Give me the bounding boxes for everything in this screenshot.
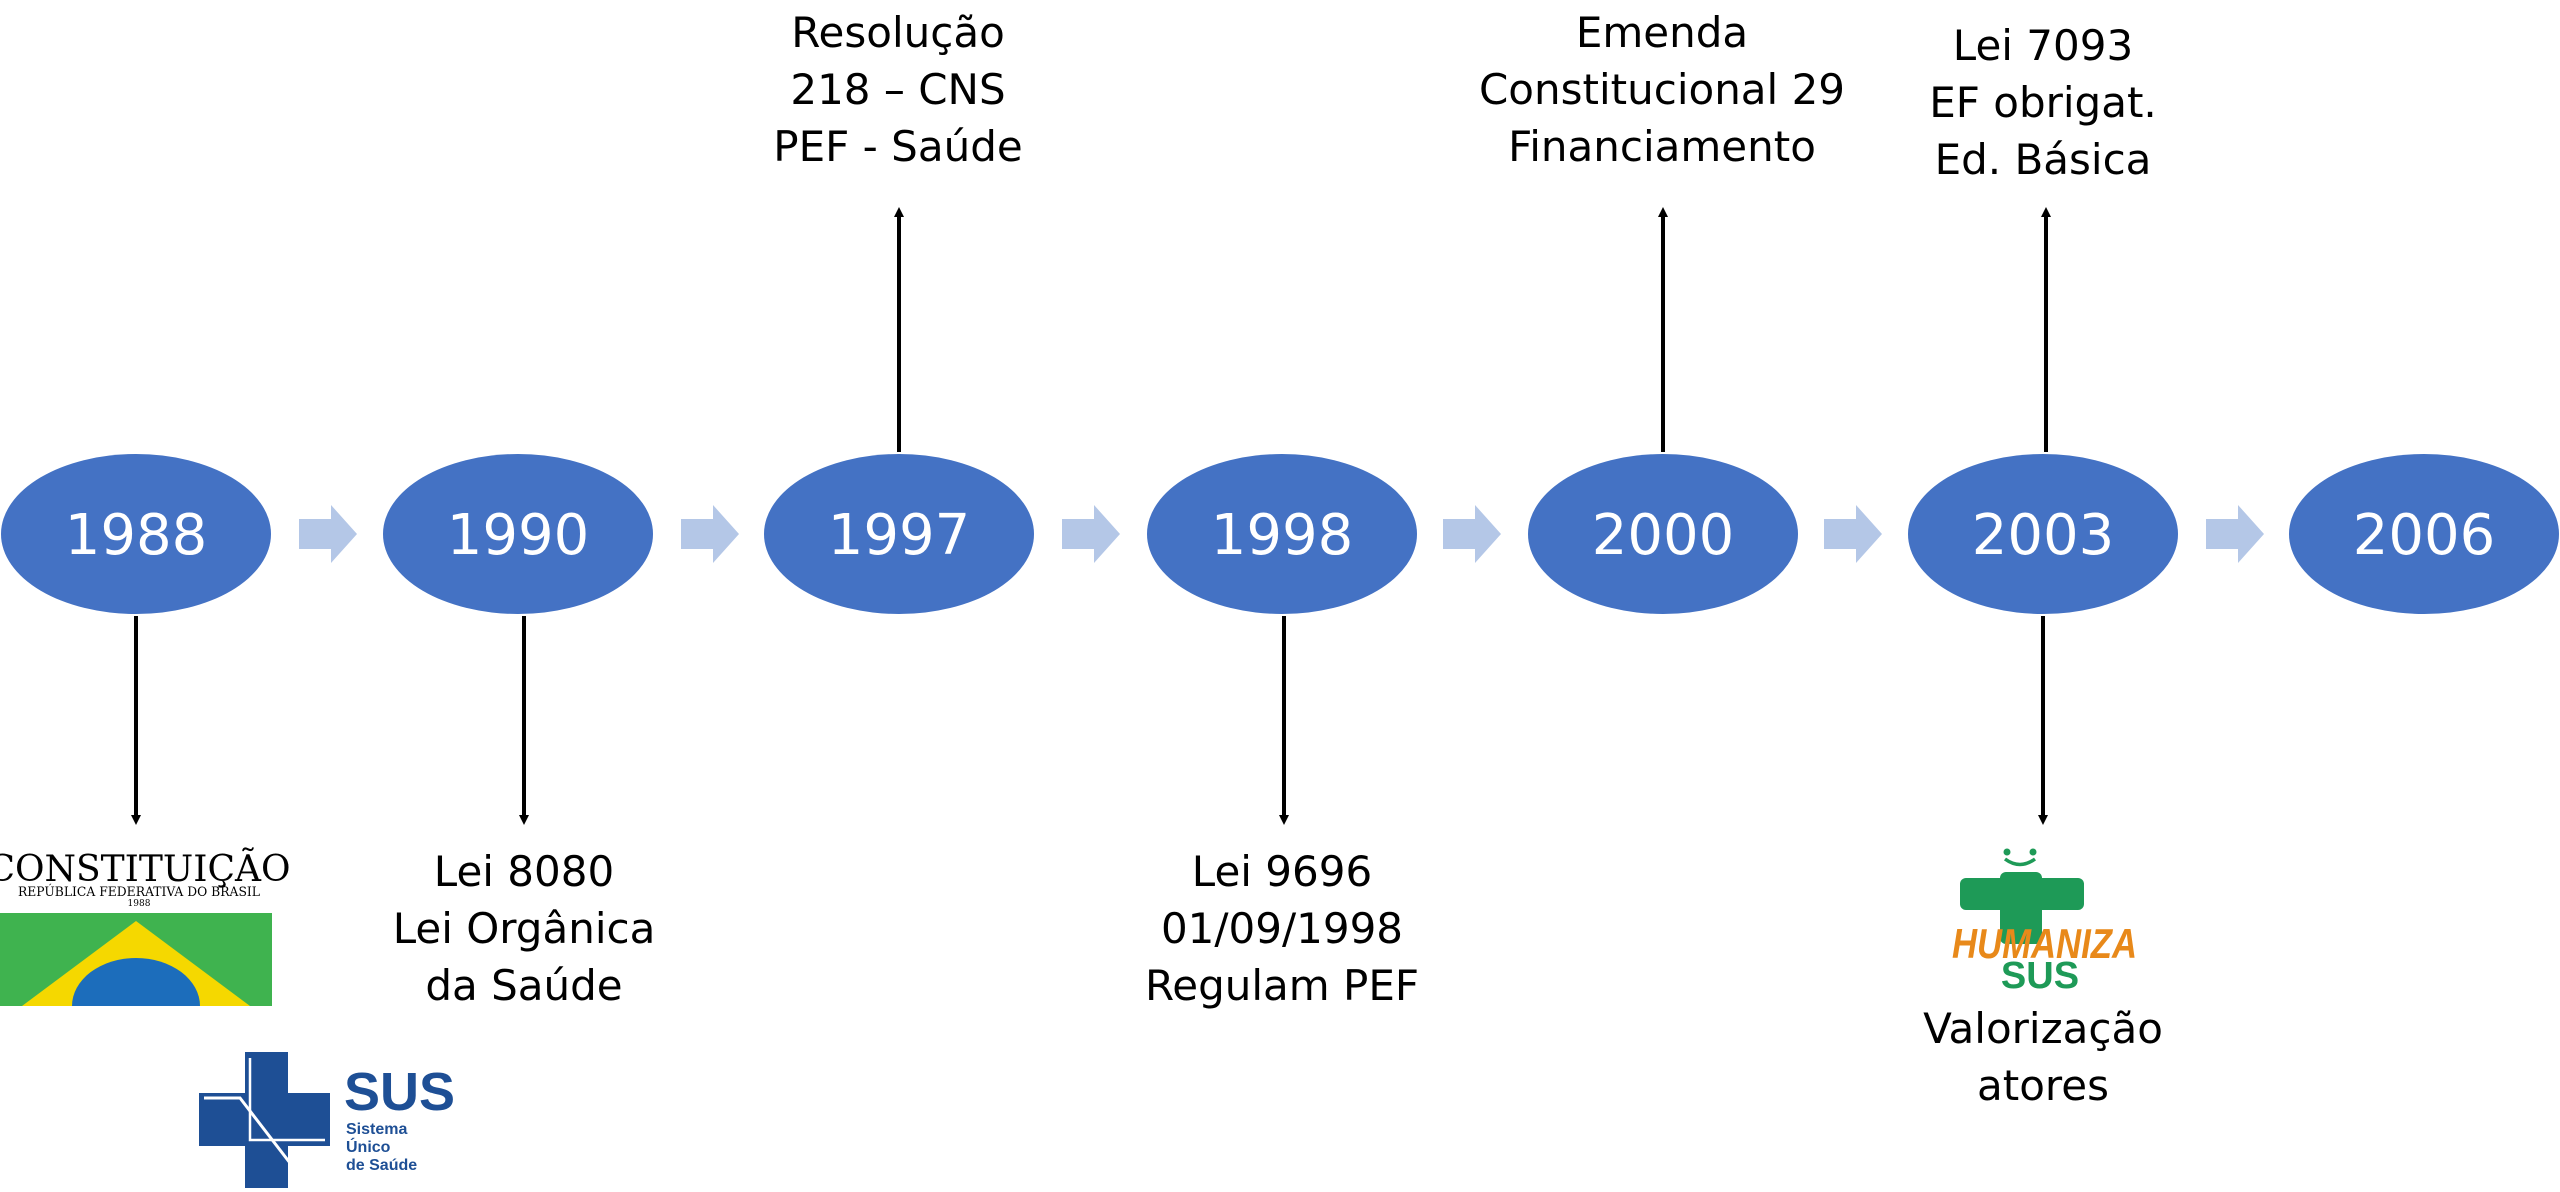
year-node-1997	[764, 454, 1034, 614]
event-line: Emenda	[1575, 8, 1749, 57]
constituicao-title: CONSTITUIÇÃO	[0, 848, 291, 890]
chevron-arrow-icon	[681, 505, 739, 563]
year-label: 1998	[1211, 503, 1354, 568]
event-line: Resolução	[791, 8, 1005, 57]
event-line: Lei Orgânica	[392, 904, 656, 953]
year-node-2003	[1908, 454, 2178, 614]
event-line: 218 – CNS	[790, 65, 1006, 114]
event-2003-bottom-label: Valorização atores	[1843, 1000, 2243, 1114]
event-line: 01/09/1998	[1160, 904, 1404, 953]
humaniza-word: HUMANIZA	[1952, 920, 2137, 967]
humaniza-sus-word: SUS	[2001, 955, 2079, 997]
event-line: Ed. Básica	[1934, 135, 2152, 184]
event-2000-label: Emenda Constitucional 29 Financiamento	[1462, 4, 1862, 175]
constituicao-subtitle: REPÚBLICA FEDERATIVA DO BRASIL	[18, 883, 260, 900]
flag-blue-globe	[72, 958, 200, 1006]
sus-name: SUS	[344, 1062, 455, 1122]
connector-arrows	[131, 207, 2051, 825]
sus-line1: Sistema	[346, 1121, 407, 1138]
humaniza-figure-arms	[1960, 878, 2084, 910]
year-node-1998	[1147, 454, 1417, 614]
sus-cross-icon	[199, 1052, 330, 1188]
year-label: 2000	[1592, 503, 1735, 568]
chevron-group	[299, 505, 2264, 563]
event-line: Regulam PEF	[1144, 961, 1420, 1010]
year-node-1988	[1, 454, 271, 614]
year-node-1990	[383, 454, 653, 614]
event-line: Constitucional 29	[1478, 65, 1846, 114]
event-2003-top-label: Lei 7093 EF obrigat. Ed. Básica	[1843, 17, 2243, 188]
sus-line3: de Saúde	[346, 1157, 417, 1174]
chevron-arrow-icon	[1824, 505, 1882, 563]
year-node-2006	[2289, 454, 2559, 614]
event-line: Valorização	[1923, 1004, 2163, 1053]
constituicao-year: 1988	[128, 899, 151, 909]
year-label: 2003	[1972, 503, 2115, 568]
event-line: Lei 8080	[433, 847, 615, 896]
constituicao-logo: CONSTITUIÇÃO REPÚBLICA FEDERATIVA DO BRA…	[0, 848, 291, 1006]
chevron-arrow-icon	[2206, 505, 2264, 563]
year-label: 2006	[2353, 503, 2496, 568]
event-line: Financiamento	[1508, 122, 1816, 171]
event-1998-label: Lei 9696 01/09/1998 Regulam PEF	[1082, 843, 1482, 1014]
year-nodes: 1988 1990 1997 1998 2000 2003 2006	[1, 454, 2559, 614]
chevron-arrow-icon	[299, 505, 357, 563]
sus-logo: SUS Sistema Único de Saúde	[199, 1052, 455, 1188]
year-node-2000	[1528, 454, 1798, 614]
year-label: 1990	[447, 503, 590, 568]
year-label: 1997	[828, 503, 971, 568]
event-line: da Saúde	[425, 961, 623, 1010]
event-line: PEF - Saúde	[773, 122, 1023, 171]
event-line: atores	[1977, 1061, 2109, 1110]
chevron-arrow-icon	[1062, 505, 1120, 563]
year-label: 1988	[65, 503, 208, 568]
event-1990-label: Lei 8080 Lei Orgânica da Saúde	[324, 843, 724, 1014]
event-line: Lei 9696	[1191, 847, 1373, 896]
sus-line2: Único	[346, 1137, 391, 1156]
event-line: Lei 7093	[1952, 21, 2134, 70]
event-line: EF obrigat.	[1929, 78, 2157, 127]
chevron-arrow-icon	[1443, 505, 1501, 563]
event-1997-label: Resolução 218 – CNS PEF - Saúde	[698, 4, 1098, 175]
humaniza-sus-logo: HUMANIZA SUS	[1952, 848, 2137, 997]
